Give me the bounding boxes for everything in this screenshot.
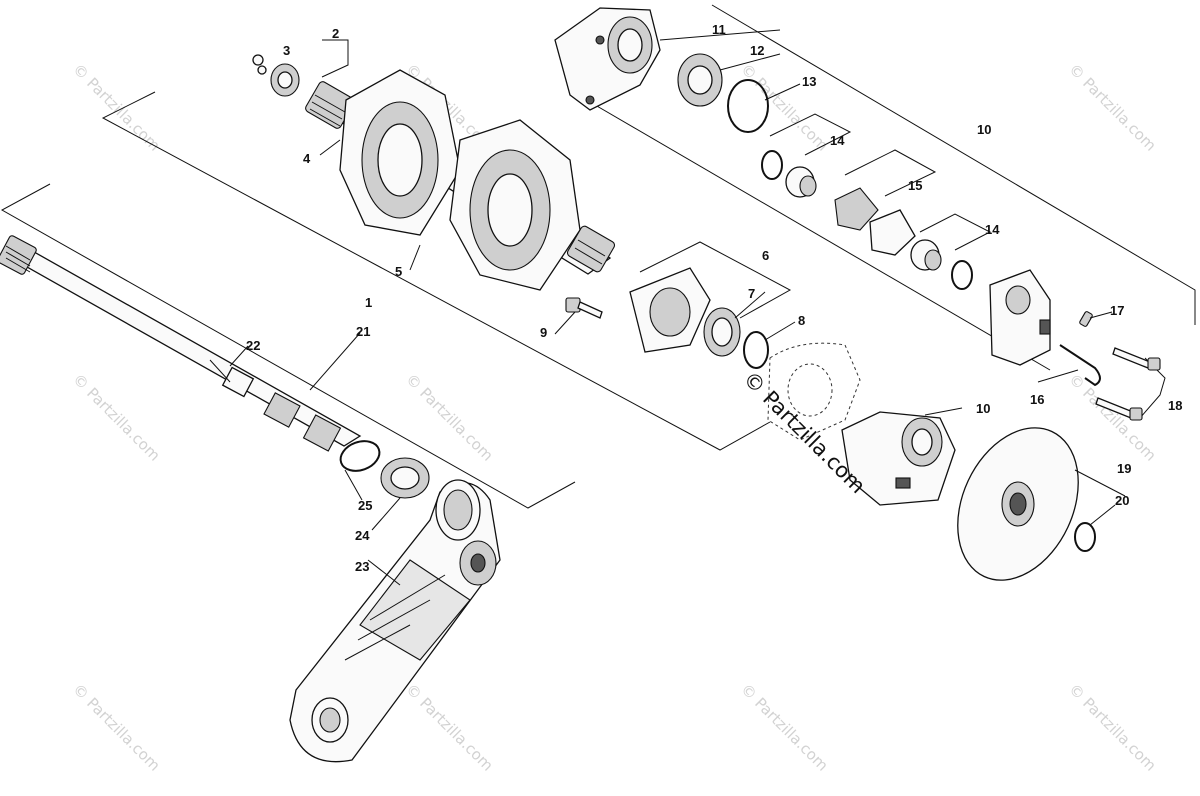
bearing-12 (677, 53, 723, 107)
watermark: © Partzilla.com (402, 680, 497, 775)
cap-3 (252, 54, 267, 75)
callout-4: 4 (303, 151, 311, 166)
callout-14-lower: 14 (985, 222, 1000, 237)
watermark-layer: © Partzilla.com © Partzilla.com © Partzi… (69, 60, 1160, 775)
seal-2 (270, 63, 300, 97)
callout-18: 18 (1168, 398, 1182, 413)
callout-15: 15 (908, 178, 922, 193)
bushing-14-lower (910, 239, 942, 271)
callout-16: 16 (1030, 392, 1044, 407)
bearing-24 (380, 457, 430, 499)
seal-7 (703, 307, 741, 357)
watermark: © Partzilla.com (737, 60, 832, 155)
ring-14-upper (761, 150, 783, 180)
drive-axle-sprockets (305, 69, 616, 291)
caliper-half-10 (989, 269, 1051, 366)
watermark: © Partzilla.com (69, 680, 164, 775)
callout-25: 25 (358, 498, 372, 513)
callout-17: 17 (1110, 303, 1124, 318)
callout-19: 19 (1117, 461, 1131, 476)
o-ring-25 (339, 440, 381, 472)
callout-7: 7 (748, 286, 755, 301)
callout-13: 13 (802, 74, 816, 89)
watermark: © Partzilla.com (737, 680, 832, 775)
callout-10-upper: 10 (977, 122, 991, 137)
bleeder-17 (1079, 311, 1093, 327)
ring-13 (727, 79, 769, 133)
callout-24: 24 (355, 528, 370, 543)
callout-1: 1 (365, 295, 372, 310)
circlip-20 (1074, 522, 1096, 552)
callout-5: 5 (395, 264, 402, 279)
brake-pad-15b (869, 209, 916, 256)
callout-21: 21 (356, 324, 370, 339)
flange-plate-hole (649, 287, 691, 337)
watermark: © Partzilla.com (1065, 370, 1160, 465)
callout-20: 20 (1115, 493, 1129, 508)
caliper-housing-11 (554, 7, 661, 111)
drive-shaft (0, 235, 362, 452)
callout-23: 23 (355, 559, 369, 574)
watermark: © Partzilla.com (69, 370, 164, 465)
bushing-14-upper (785, 166, 817, 198)
callout-2: 2 (332, 26, 339, 41)
callout-10-lower: 10 (976, 401, 990, 416)
bearing-plate-23 (289, 479, 501, 763)
bracket-lines (0, 4, 1196, 509)
callout-8: 8 (798, 313, 805, 328)
watermark: © Partzilla.com (69, 60, 164, 155)
brake-disc-19 (957, 427, 1079, 581)
callout-12: 12 (750, 43, 764, 58)
callout-6: 6 (762, 248, 769, 263)
watermark: © Partzilla.com (1065, 680, 1160, 775)
callout-11: 11 (712, 22, 726, 37)
gasket-hole (787, 363, 833, 417)
watermark: © Partzilla.com (402, 370, 497, 465)
ring-14-lower (951, 260, 973, 290)
leader-lines (229, 29, 1126, 586)
brake-pad-15a (834, 187, 879, 231)
clip-16 (1059, 344, 1101, 387)
gasket-outline (767, 342, 861, 441)
watermark: © Partzilla.com (1065, 60, 1160, 155)
bolts-18 (1095, 347, 1161, 421)
callout-9: 9 (540, 325, 547, 340)
callout-labels: 1 2 3 4 5 6 7 8 9 10 10 11 12 13 14 14 1… (246, 22, 1182, 574)
callout-14-upper: 14 (830, 133, 845, 148)
callout-3: 3 (283, 43, 290, 58)
bolt-9 (565, 297, 603, 319)
snap-ring-8 (743, 331, 769, 369)
caliper-assembly-10 (841, 411, 956, 506)
callout-22: 22 (246, 338, 260, 353)
